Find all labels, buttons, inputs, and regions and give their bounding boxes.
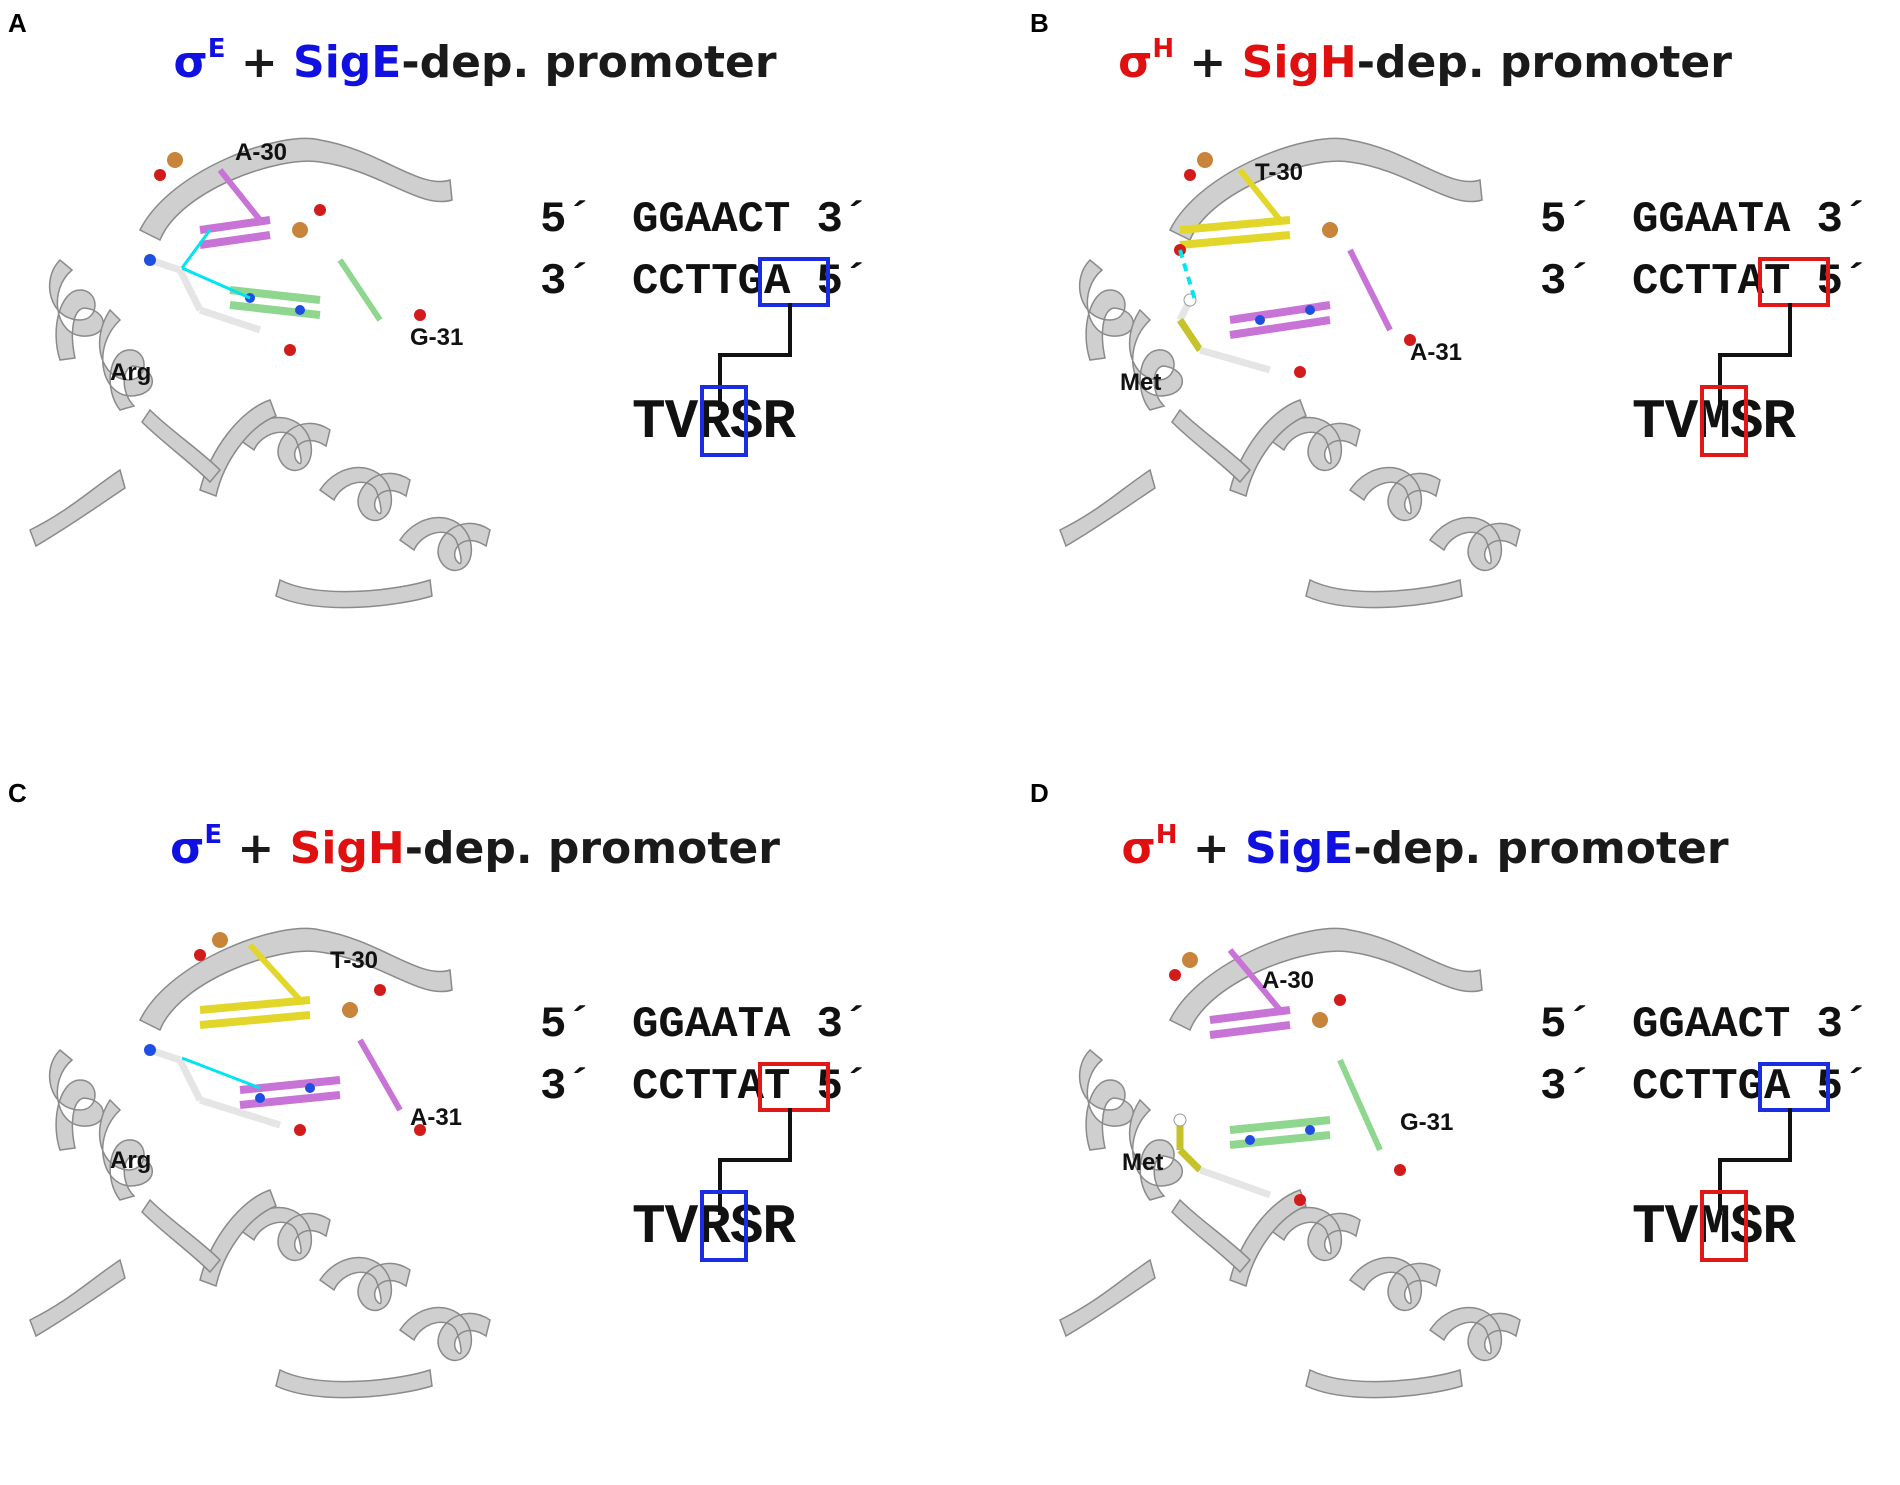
sigma-superscript: H <box>1152 34 1175 64</box>
dna-base-bottom <box>1229 248 1416 346</box>
peptide-sequence: TVRSR <box>632 390 796 454</box>
residue-bottom-label: A-31 <box>410 1104 462 1131</box>
dna-base-top <box>1169 948 1346 1039</box>
title-suffix: -dep. promoter <box>1353 823 1729 874</box>
peptide-highlight-box <box>700 1190 748 1262</box>
side-chain-label: Arg <box>110 1147 151 1174</box>
protein-ribbon <box>29 137 491 609</box>
panel-b: B σH + SigH-dep. promoter <box>950 0 1900 715</box>
protein-ribbon <box>1059 137 1521 609</box>
peptide-highlight-box <box>1700 385 1748 457</box>
panel-c: C σE + SigH-dep. promoter <box>0 770 950 1485</box>
hydrogen-bonds <box>181 1056 261 1090</box>
promoter-name: SigH <box>1241 37 1357 88</box>
residue-top-label: T-30 <box>330 947 378 974</box>
title-plus: + <box>1177 823 1246 874</box>
side-chain-label: Met <box>1122 1149 1163 1176</box>
hydrogen-bonds <box>180 229 251 300</box>
side-chain-label: Met <box>1120 369 1161 396</box>
promoter-name: SigE <box>293 37 402 88</box>
connector-line <box>1718 1108 1792 1215</box>
peptide-highlight-box <box>1700 1190 1748 1262</box>
title-suffix: -dep. promoter <box>1356 37 1732 88</box>
peptide-highlight-box <box>700 385 748 457</box>
title-plus: + <box>222 823 290 874</box>
dna-highlight-box <box>1758 1062 1830 1112</box>
residue-top-label: A-30 <box>1262 967 1314 994</box>
residue-bottom-label: G-31 <box>410 324 463 351</box>
residue-bottom-label: A-31 <box>1410 339 1462 366</box>
peptide-sequence: TVMSR <box>1632 1195 1796 1259</box>
protein-ribbon <box>29 927 491 1399</box>
side-chain <box>144 254 296 356</box>
dna-base-bottom <box>1229 1058 1406 1176</box>
residue-bottom-label: G-31 <box>1400 1109 1453 1136</box>
dna-base-top <box>194 932 386 1029</box>
panel-letter: C <box>8 778 27 808</box>
panel-letter: D <box>1030 778 1049 808</box>
connector-line <box>718 303 792 410</box>
molecular-structure: A-30 G-31 Met <box>1059 927 1521 1399</box>
promoter-name: SigE <box>1245 823 1354 874</box>
promoter-name: SigH <box>289 823 405 874</box>
sigma-superscript: E <box>204 820 223 850</box>
panel-a: A σE + SigE-dep. promoter <box>0 0 950 715</box>
dna-base-bottom <box>229 258 426 322</box>
side-chain-label: Arg <box>110 359 151 386</box>
title-suffix: -dep. promoter <box>404 823 780 874</box>
dna-base-top <box>154 152 326 249</box>
hydrogen-bonds <box>1178 249 1197 301</box>
sigma-symbol: σ <box>170 823 205 874</box>
dna-highlight-box <box>758 257 830 307</box>
protein-ribbon <box>1059 927 1521 1399</box>
panel-title: σE + SigE-dep. promoter <box>0 34 950 88</box>
molecular-structure: A-30 G-31 Arg <box>29 137 491 609</box>
sigma-superscript: E <box>207 34 226 64</box>
panel-title: σE + SigH-dep. promoter <box>0 820 950 874</box>
peptide-sequence: TVMSR <box>1632 390 1796 454</box>
molecular-structure: T-30 A-31 Met <box>1059 137 1521 609</box>
sigma-symbol: σ <box>1121 823 1156 874</box>
dna-highlight-box <box>758 1062 830 1112</box>
connector-line <box>1718 303 1792 410</box>
title-plus: + <box>225 37 294 88</box>
molecular-structure: T-30 A-31 Arg <box>29 927 491 1399</box>
sigma-symbol: σ <box>173 37 208 88</box>
residue-top-label: A-30 <box>235 139 287 166</box>
side-chain <box>144 1044 306 1136</box>
panel-title: σH + SigE-dep. promoter <box>950 820 1900 874</box>
panel-d: D σH + SigE-dep. promoter <box>950 770 1900 1485</box>
sigma-symbol: σ <box>1118 37 1153 88</box>
side-chain <box>1173 1113 1306 1206</box>
panel-letter: B <box>1030 8 1049 38</box>
connector-line <box>718 1108 792 1215</box>
sigma-superscript: H <box>1155 820 1178 850</box>
residue-top-label: T-30 <box>1255 159 1303 186</box>
dna-highlight-box <box>1758 257 1830 307</box>
title-suffix: -dep. promoter <box>401 37 777 88</box>
peptide-sequence: TVRSR <box>632 1195 796 1259</box>
dna-base-bottom <box>239 1038 426 1136</box>
panel-letter: A <box>8 8 27 38</box>
title-plus: + <box>1174 37 1242 88</box>
panel-title: σH + SigH-dep. promoter <box>950 34 1900 88</box>
